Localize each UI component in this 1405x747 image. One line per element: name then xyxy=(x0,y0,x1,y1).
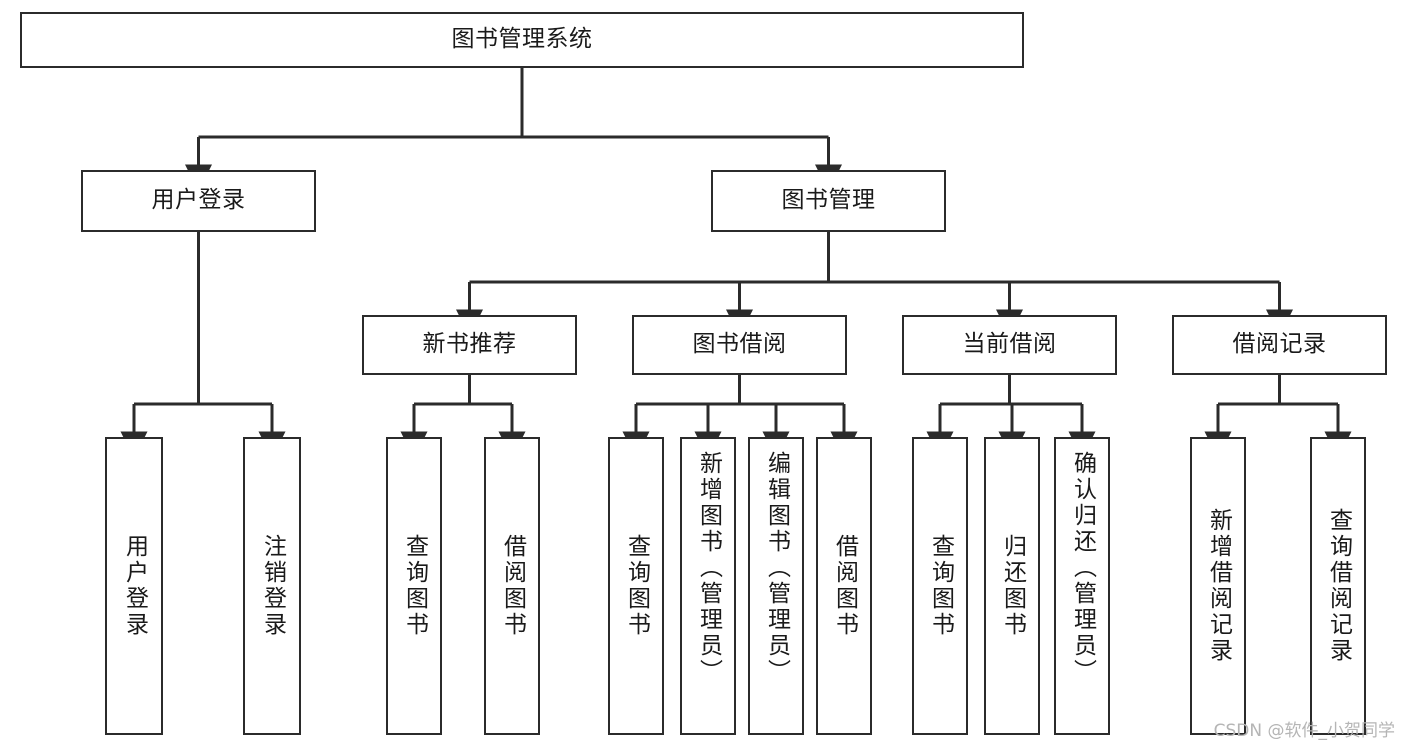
node-leaf-query-book-2[interactable]: 查询图书 xyxy=(608,437,664,735)
node-label: 新书推荐 xyxy=(422,331,517,358)
node-leaf-logout[interactable]: 注销登录 xyxy=(243,437,301,735)
node-root[interactable]: 图书管理系统 xyxy=(20,12,1024,68)
node-book-borrow[interactable]: 图书借阅 xyxy=(632,315,847,375)
node-book-manage[interactable]: 图书管理 xyxy=(711,170,946,232)
node-label: 确认归还（管理员） xyxy=(1069,451,1096,685)
node-label: 用户登录 xyxy=(121,534,148,638)
node-label: 注销登录 xyxy=(259,534,286,638)
node-leaf-user-login[interactable]: 用户登录 xyxy=(105,437,163,735)
node-label: 图书借阅 xyxy=(692,331,787,358)
node-leaf-query-book-1[interactable]: 查询图书 xyxy=(386,437,442,735)
node-leaf-borrow-book-2[interactable]: 借阅图书 xyxy=(816,437,872,735)
node-label: 新增借阅记录 xyxy=(1205,508,1232,664)
node-user-login[interactable]: 用户登录 xyxy=(81,170,316,232)
node-label: 借阅记录 xyxy=(1232,331,1327,358)
node-new-book-rec[interactable]: 新书推荐 xyxy=(362,315,577,375)
node-label: 查询图书 xyxy=(623,534,650,638)
node-leaf-borrow-book-1[interactable]: 借阅图书 xyxy=(484,437,540,735)
node-borrow-record[interactable]: 借阅记录 xyxy=(1172,315,1387,375)
node-label: 新增图书（管理员） xyxy=(695,451,722,685)
node-label: 图书管理系统 xyxy=(451,26,593,53)
node-leaf-confirm-return[interactable]: 确认归还（管理员） xyxy=(1054,437,1110,735)
node-leaf-add-record[interactable]: 新增借阅记录 xyxy=(1190,437,1246,735)
node-label: 用户登录 xyxy=(151,187,246,214)
node-label: 编辑图书（管理员） xyxy=(763,451,790,685)
node-leaf-add-book[interactable]: 新增图书（管理员） xyxy=(680,437,736,735)
watermark-text: CSDN @软件_小贺同学 xyxy=(1213,721,1395,741)
node-label: 归还图书 xyxy=(999,534,1026,638)
node-leaf-query-book-3[interactable]: 查询图书 xyxy=(912,437,968,735)
node-leaf-query-record[interactable]: 查询借阅记录 xyxy=(1310,437,1366,735)
node-label: 借阅图书 xyxy=(831,534,858,638)
node-leaf-return-book[interactable]: 归还图书 xyxy=(984,437,1040,735)
node-leaf-edit-book[interactable]: 编辑图书（管理员） xyxy=(748,437,804,735)
node-label: 查询图书 xyxy=(401,534,428,638)
node-label: 查询图书 xyxy=(927,534,954,638)
node-label: 当前借阅 xyxy=(962,331,1057,358)
node-label: 借阅图书 xyxy=(499,534,526,638)
node-label: 图书管理 xyxy=(781,187,876,214)
node-current-borrow[interactable]: 当前借阅 xyxy=(902,315,1117,375)
node-label: 查询借阅记录 xyxy=(1325,508,1352,664)
